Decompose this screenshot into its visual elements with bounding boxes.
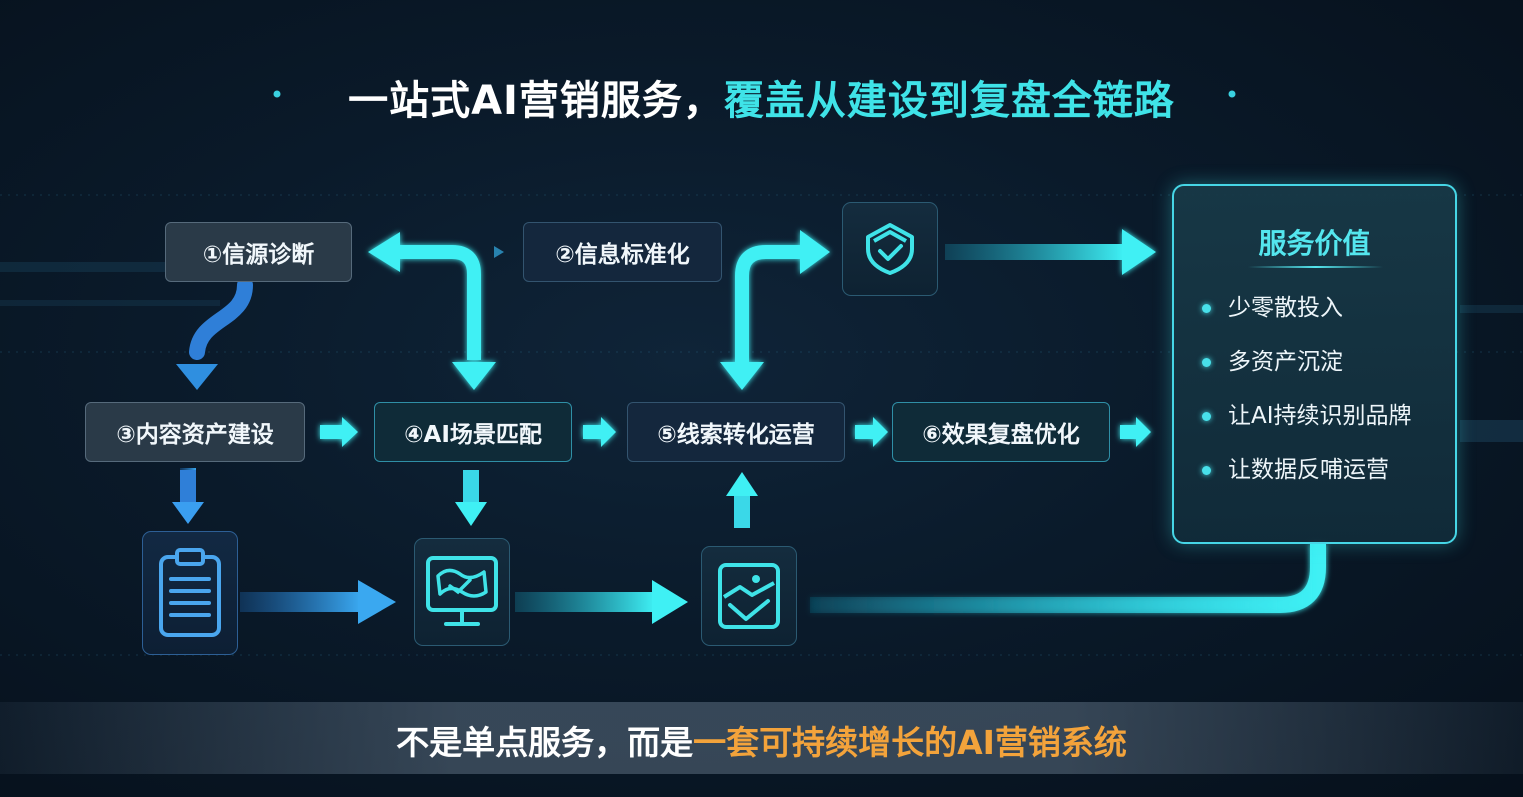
step-1-label: ①信源诊断 [202,242,315,268]
step-2-label: ②信息标准化 [555,242,690,268]
title-part-cyan: 覆盖从建设到复盘全链路 [723,78,1175,124]
step-6-box: ⑥效果复盘优化 [892,402,1110,462]
monitor-tile [414,538,510,646]
service-value-panel: 服务价值 少零散投入 多资产沉淀 让AI持续识别品牌 让数据反哺运营 [1172,184,1457,544]
service-value-item: 少零散投入 [1202,288,1412,342]
image-check-icon [718,563,780,629]
step-6-label: ⑥效果复盘优化 [922,422,1080,448]
footer-band [0,702,1523,774]
service-value-list: 少零散投入 多资产沉淀 让AI持续识别品牌 让数据反哺运营 [1202,288,1412,504]
shield-check-tile [842,202,938,296]
service-value-divider [1248,266,1383,268]
monitor-icon [426,556,498,626]
service-value-title: 服务价值 [1258,227,1371,260]
step-5-label: ⑤线索转化运营 [657,422,815,448]
page-title: 一站式AI营销服务，覆盖从建设到复盘全链路 [0,68,1523,126]
shield-check-icon [866,223,914,275]
service-value-item: 让数据反哺运营 [1202,450,1412,504]
clipboard-icon [159,548,221,637]
clipboard-tile [142,531,238,655]
step-4-label: ④AI场景匹配 [404,422,542,448]
step-4-box: ④AI场景匹配 [374,402,572,462]
image-check-tile [701,546,797,646]
step-5-box: ⑤线索转化运营 [627,402,845,462]
step-3-box: ③内容资产建设 [85,402,305,462]
service-value-item: 多资产沉淀 [1202,342,1412,396]
service-value-item: 让AI持续识别品牌 [1202,396,1412,450]
step-1-box: ①信源诊断 [165,222,352,282]
footer-part-white: 不是单点服务，而是 [396,723,694,762]
title-part-white: 一站式AI营销服务， [348,78,724,124]
footer-slogan: 不是单点服务，而是一套可持续增长的AI营销系统 [0,716,1523,764]
footer-part-orange: 一套可持续增长的AI营销系统 [693,723,1127,762]
step-3-label: ③内容资产建设 [116,422,274,448]
step-2-box: ②信息标准化 [523,222,722,282]
